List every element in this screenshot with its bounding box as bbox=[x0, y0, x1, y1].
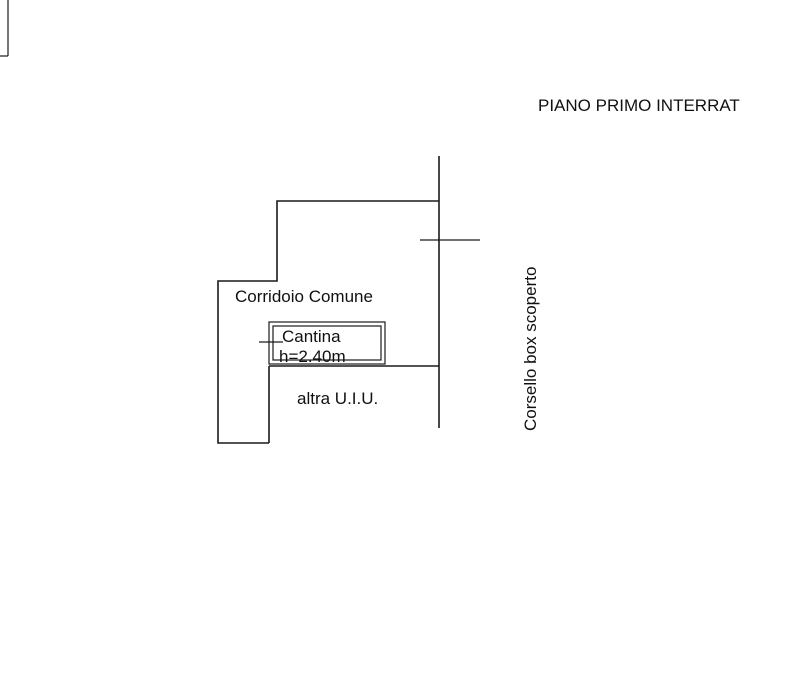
street-label: Corsello box scoperto bbox=[521, 267, 540, 431]
corridor-outline bbox=[217, 200, 439, 444]
cellar-height-label: h=2.40m bbox=[279, 347, 346, 366]
other-unit-label: altra U.I.U. bbox=[297, 389, 378, 408]
floor-title: PIANO PRIMO INTERRAT bbox=[538, 96, 740, 115]
frame-corner-fragment bbox=[0, 0, 9, 57]
cellar-name-label: Cantina bbox=[282, 327, 341, 346]
cellar-room bbox=[259, 321, 386, 365]
corridor-label: Corridoio Comune bbox=[235, 287, 373, 306]
